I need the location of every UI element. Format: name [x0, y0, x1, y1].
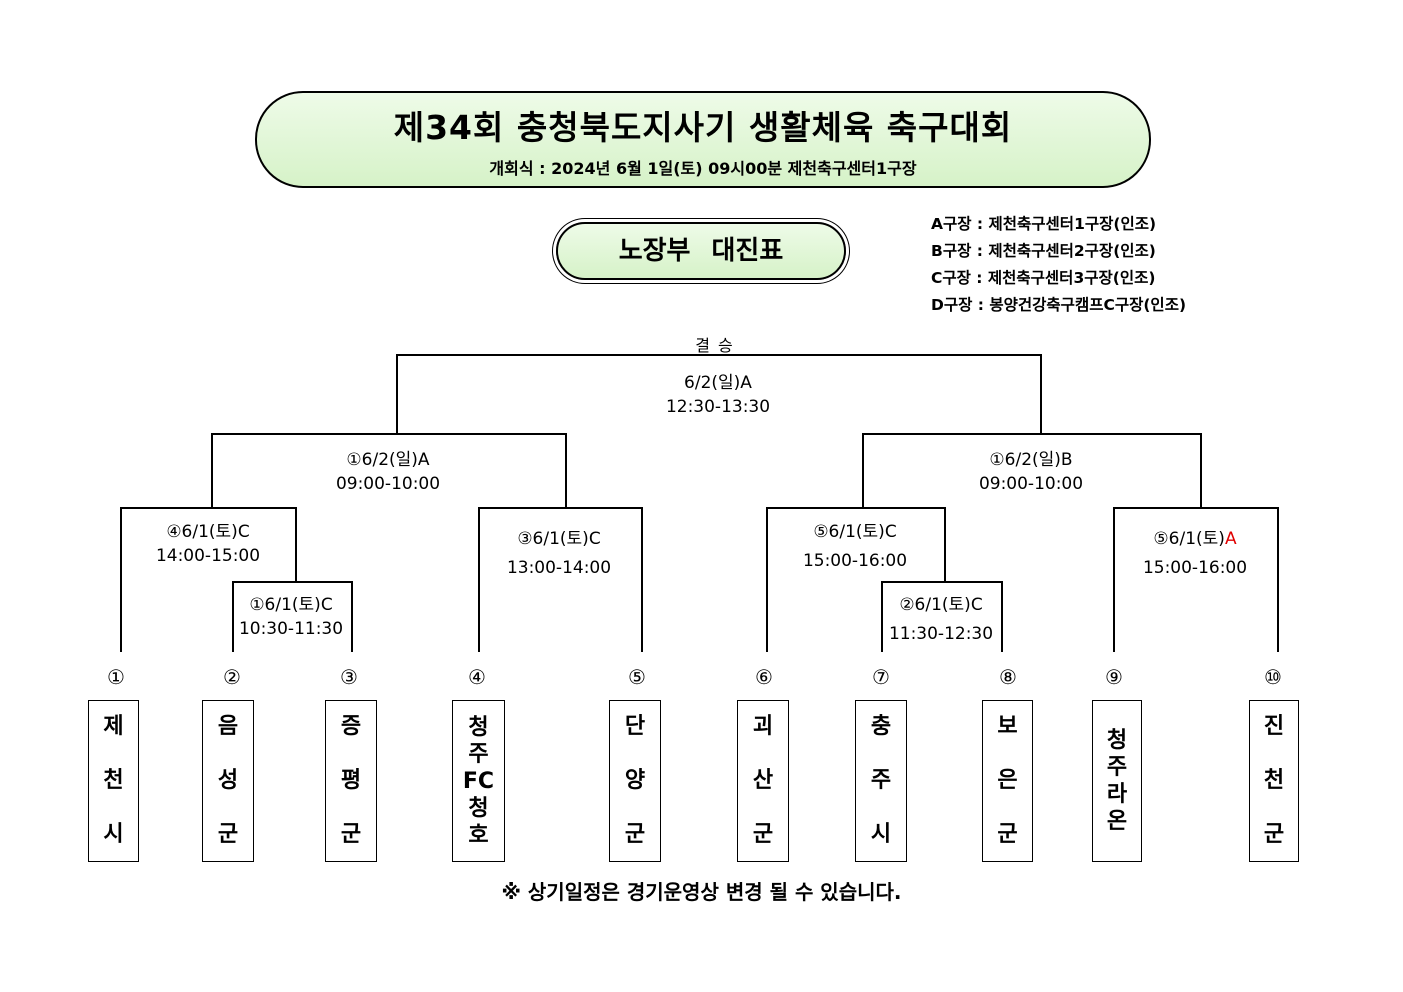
bracket-line — [351, 581, 353, 652]
bracket-line — [881, 581, 883, 652]
bracket-line — [862, 433, 1201, 435]
team-box: 증 평 군 — [325, 700, 377, 862]
schedule-prefix: ⑤6/1(토) — [1153, 529, 1225, 549]
venue-b: B구장 : 제천축구센터2구장(인조) — [931, 242, 1156, 260]
match-schedule: ⑤6/1(토)C — [813, 522, 897, 542]
bracket-line — [232, 581, 234, 652]
team-name: 단 양 군 — [624, 714, 646, 847]
seed-number: ⑩ — [1264, 665, 1282, 689]
match-final: 6/2(일)A 12:30-13:30 — [666, 371, 770, 419]
bracket-line — [1040, 354, 1042, 434]
division-label: 노장부 대진표 — [618, 236, 784, 266]
field-highlight: A — [1224, 529, 1237, 549]
match-time: 12:30-13:30 — [665, 397, 771, 417]
bracket-line — [211, 433, 213, 508]
bracket-line — [1200, 433, 1202, 508]
match-schedule: ①6/1(토)C — [249, 595, 333, 615]
match-qf-4-5: ③6/1(토)C 13:00-14:00 — [507, 525, 611, 583]
bracket-line — [565, 433, 567, 508]
match-time: 13:00-14:00 — [506, 558, 612, 578]
bracket-line — [881, 581, 1002, 583]
team-name: 충 주 시 — [870, 714, 892, 847]
match-schedule: ⑤6/1(토)A — [1143, 525, 1247, 554]
seed-number: ⑥ — [755, 665, 773, 689]
bracket-line — [211, 433, 566, 435]
bracket-line — [862, 433, 864, 508]
seed-number: ⑤ — [628, 665, 646, 689]
bracket-line — [478, 507, 480, 652]
match-qf-6: ⑤6/1(토)C 15:00-16:00 — [803, 518, 907, 576]
match-semi-right: ①6/2(일)B 09:00-10:00 — [979, 448, 1083, 496]
match-qf-9-10: ⑤6/1(토)A 15:00-16:00 — [1143, 525, 1247, 583]
bracket-line — [232, 581, 352, 583]
seed-number: ④ — [468, 665, 486, 689]
bracket-line — [1001, 581, 1003, 652]
match-r1-2-3: ①6/1(토)C 10:30-11:30 — [239, 593, 343, 641]
match-schedule: ③6/1(토)C — [517, 529, 601, 549]
match-schedule: ①6/2(일)A — [346, 450, 430, 470]
match-schedule: ②6/1(토)C — [899, 595, 983, 615]
team-box: 단 양 군 — [609, 700, 661, 862]
opening-ceremony: 개회식 : 2024년 6월 1일(토) 09시00분 제천축구센터1구장 — [489, 159, 917, 178]
match-schedule: ①6/2(일)B — [989, 450, 1073, 470]
team-box: 괴 산 군 — [737, 700, 789, 862]
seed-number: ⑦ — [872, 665, 890, 689]
team-name: 제 천 시 — [103, 714, 124, 847]
team-box: 청 주 라 온 — [1092, 700, 1142, 862]
bracket-line — [944, 507, 946, 582]
venue-legend: A구장 : 제천축구센터1구장(인조) B구장 : 제천축구센터2구장(인조) … — [931, 211, 1186, 319]
match-schedule: 6/2(일)A — [684, 373, 752, 393]
bracket-line — [120, 507, 122, 652]
match-time: 11:30-12:30 — [888, 624, 994, 644]
match-time: 15:00-16:00 — [1142, 558, 1248, 578]
division-badge: 노장부 대진표 — [556, 222, 846, 280]
venue-d: D구장 : 봉양건강축구캠프C구장(인조) — [931, 296, 1187, 314]
team-name: 음 성 군 — [217, 714, 239, 847]
seed-number: ② — [223, 665, 241, 689]
seed-number: ③ — [340, 665, 358, 689]
team-name: 괴 산 군 — [752, 714, 774, 847]
bracket-line — [478, 507, 642, 509]
seed-number: ⑨ — [1105, 665, 1123, 689]
team-box: 제 천 시 — [88, 700, 139, 862]
team-box: 보 은 군 — [982, 700, 1033, 862]
bracket-line — [396, 354, 1041, 356]
bracket-line — [1113, 507, 1278, 509]
match-time: 15:00-16:00 — [802, 551, 908, 571]
bracket-line — [766, 507, 945, 509]
match-time: 09:00-10:00 — [335, 474, 441, 494]
bracket-line — [396, 354, 398, 434]
seed-number: ① — [107, 665, 125, 689]
schedule-notice: ※ 상기일정은 경기운영상 변경 될 수 있습니다. — [501, 880, 902, 904]
team-box: 진 천 군 — [1249, 700, 1299, 862]
bracket-line — [641, 507, 643, 652]
bracket-line — [295, 507, 297, 582]
match-r1-7-8: ②6/1(토)C 11:30-12:30 — [889, 591, 993, 649]
team-box: 충 주 시 — [855, 700, 907, 862]
venue-c: C구장 : 제천축구센터3구장(인조) — [931, 269, 1156, 287]
match-time: 10:30-11:30 — [238, 619, 344, 639]
team-box: 음 성 군 — [202, 700, 254, 862]
match-time: 09:00-10:00 — [978, 474, 1084, 494]
team-name: 보 은 군 — [997, 714, 1018, 847]
team-box: 청 주 FC 청 호 — [452, 700, 505, 862]
bracket-line — [1277, 507, 1279, 652]
bracket-line — [120, 507, 296, 509]
team-name: 청 주 FC 청 호 — [462, 714, 495, 848]
match-schedule: ④6/1(토)C — [166, 522, 250, 542]
match-qf-1: ④6/1(토)C 14:00-15:00 — [156, 520, 260, 568]
venue-a: A구장 : 제천축구센터1구장(인조) — [931, 215, 1157, 233]
bracket-line — [1113, 507, 1115, 652]
seed-number: ⑧ — [999, 665, 1017, 689]
final-label: 결승 — [695, 336, 741, 355]
title-banner: 제34회 충청북도지사기 생활체육 축구대회 개회식 : 2024년 6월 1일… — [255, 91, 1151, 188]
match-semi-left: ①6/2(일)A 09:00-10:00 — [336, 448, 440, 496]
team-name: 진 천 군 — [1263, 714, 1285, 847]
tournament-title: 제34회 충청북도지사기 생활체육 축구대회 — [393, 108, 1013, 147]
bracket-line — [766, 507, 768, 652]
team-name: 청 주 라 온 — [1106, 728, 1128, 834]
team-name: 증 평 군 — [340, 714, 362, 847]
match-time: 14:00-15:00 — [155, 546, 261, 566]
